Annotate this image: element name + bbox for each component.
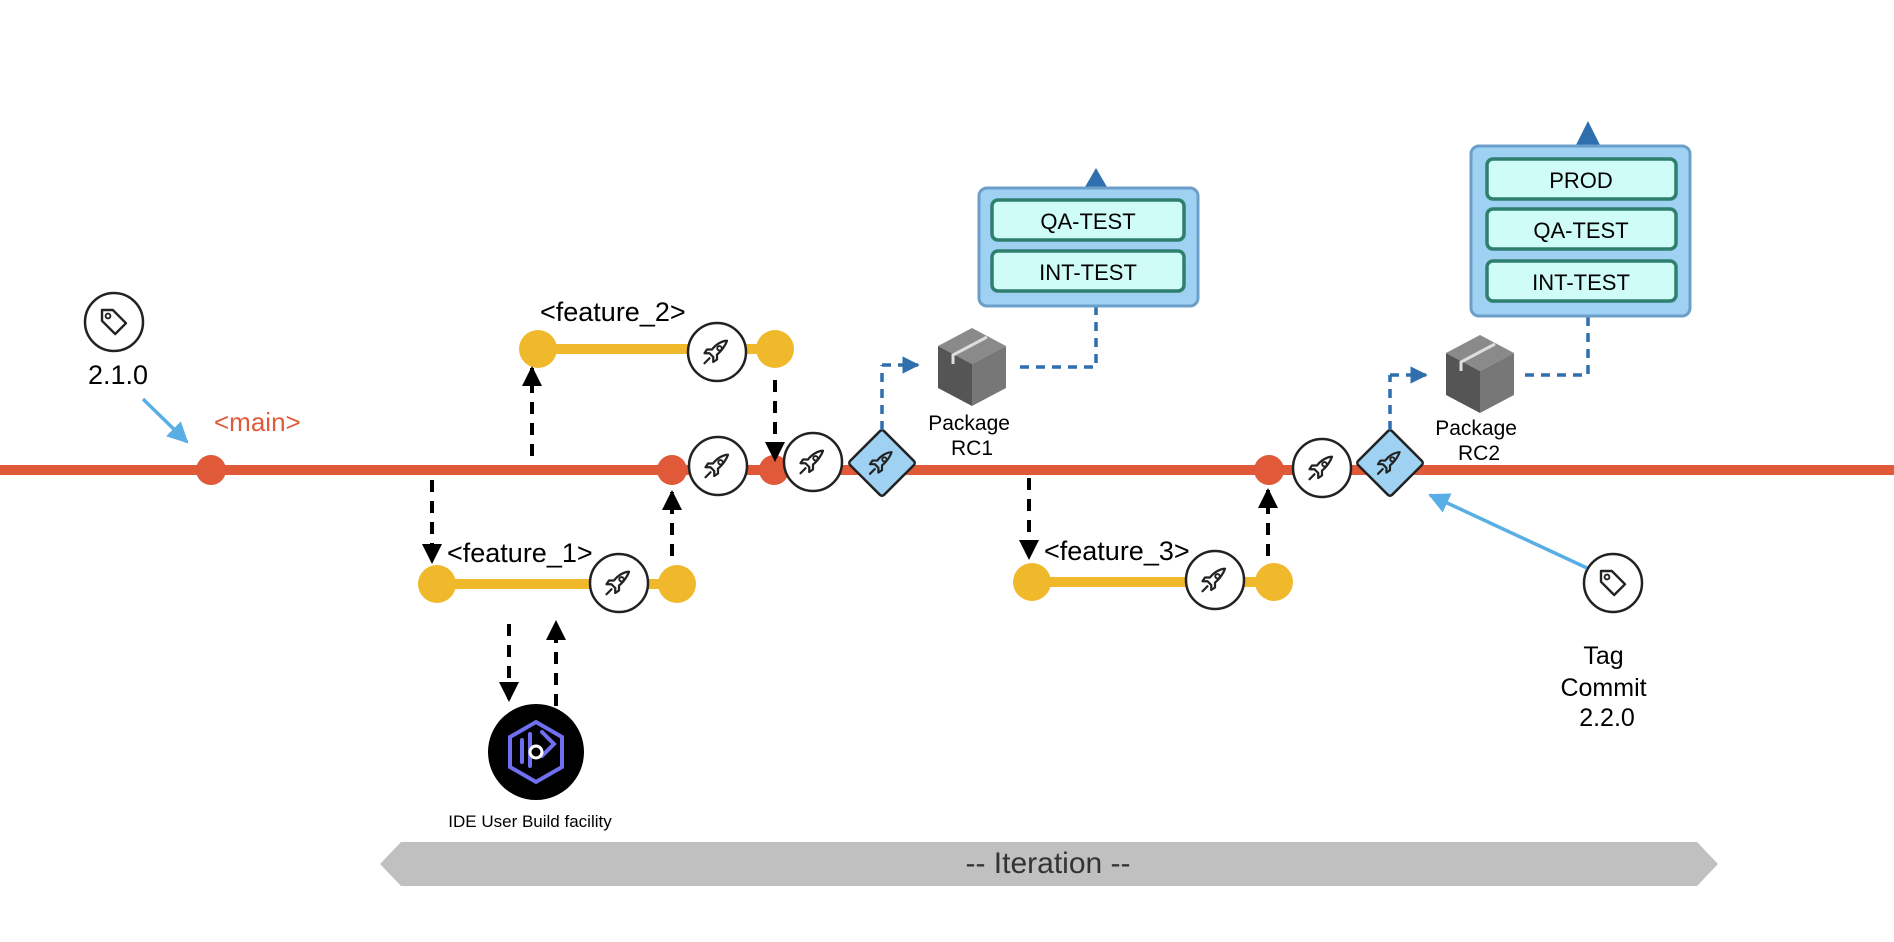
feature-1-label: <feature_1>: [447, 538, 593, 568]
env-button[interactable]: [990, 198, 1186, 242]
feature-2-commit-node[interactable]: [519, 330, 557, 368]
rocket-icon[interactable]: [1184, 549, 1246, 611]
rocket-icon[interactable]: [687, 435, 749, 497]
package-label-line: Package: [928, 412, 1010, 435]
start-tag-label: 2.1.0: [88, 360, 148, 390]
env-button[interactable]: [1485, 259, 1678, 303]
iteration-label: -- Iteration --: [965, 847, 1130, 880]
start-tag-arrow: [141, 397, 189, 444]
tag-icon[interactable]: [1582, 552, 1644, 614]
feature-2-label: <feature_2>: [540, 297, 686, 327]
env-button-label: PROD: [1549, 168, 1613, 193]
rocket-diamond-icon[interactable]: [1356, 429, 1424, 497]
rocket-icon[interactable]: [1291, 437, 1353, 499]
env-button-label: INT-TEST: [1039, 260, 1137, 285]
environment-panel: PROD QA-TEST INT-TEST: [1469, 121, 1692, 318]
rocket-diamond-icon[interactable]: [848, 429, 916, 497]
feature-1-commit-node[interactable]: [418, 565, 456, 603]
iteration-bar: [380, 842, 1718, 886]
package-label-line: Package: [1435, 417, 1517, 440]
environment-panel: QA-TEST INT-TEST: [977, 168, 1200, 308]
end-tag-label: Tag Commit 2.2.0: [1560, 642, 1653, 732]
ide-build-icon[interactable]: [488, 704, 584, 800]
rocket-icon[interactable]: [686, 321, 748, 383]
main-commit-node[interactable]: [759, 455, 789, 485]
end-tag-arrow: [1428, 493, 1588, 570]
package-icon[interactable]: [1446, 335, 1514, 413]
package-icon[interactable]: [938, 328, 1006, 406]
ide-label: IDE User Build facility: [448, 812, 612, 831]
feature-2-commit-node[interactable]: [756, 330, 794, 368]
package-label: Package RC1: [928, 412, 1016, 460]
branch-connectors: [422, 366, 1278, 706]
end-tag-label-line: Tag: [1583, 642, 1623, 670]
feature-3-commit-node[interactable]: [1255, 563, 1293, 601]
env-button[interactable]: [990, 249, 1186, 293]
end-tag-label-line: Commit: [1560, 674, 1646, 702]
feature-1-commit-node[interactable]: [658, 565, 696, 603]
env-button-label: QA-TEST: [1533, 218, 1628, 243]
env-button[interactable]: [1485, 157, 1678, 201]
package-label-line: RC2: [1458, 442, 1500, 465]
main-commit-node[interactable]: [1254, 455, 1284, 485]
package-label: Package RC2: [1435, 417, 1523, 465]
deploy-link-rc2: [1525, 316, 1590, 377]
end-tag-label-line: 2.2.0: [1579, 704, 1635, 732]
rocket-icon[interactable]: [782, 431, 844, 493]
feature-3-label: <feature_3>: [1044, 536, 1190, 566]
main-commit-node[interactable]: [196, 455, 226, 485]
env-button-label: QA-TEST: [1040, 209, 1135, 234]
env-button-label: INT-TEST: [1532, 270, 1630, 295]
rocket-icon[interactable]: [588, 552, 650, 614]
deploy-link-rc1: [1020, 306, 1098, 369]
env-button[interactable]: [1485, 207, 1678, 251]
main-branch-label: <main>: [214, 407, 301, 437]
tag-icon[interactable]: [83, 291, 145, 353]
package-label-line: RC1: [951, 437, 993, 460]
feature-3-commit-node[interactable]: [1013, 563, 1051, 601]
main-commit-node[interactable]: [657, 455, 687, 485]
